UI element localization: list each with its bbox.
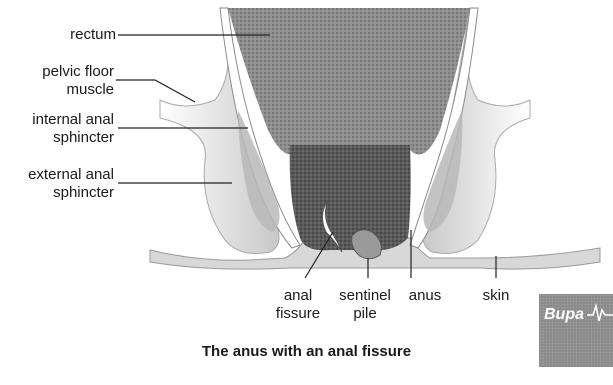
label-external-sphincter: external anal sphincter (6, 166, 114, 202)
label-external-line2: sphincter (6, 184, 114, 202)
label-sentinel-pile: sentinel pile (330, 287, 400, 323)
label-internal-line2: sphincter (6, 129, 114, 147)
anal-canal (290, 145, 411, 250)
label-skin: skin (474, 287, 518, 305)
label-fissure-line1: anal (268, 287, 328, 305)
label-anus: anus (400, 287, 450, 305)
label-sentinel-line2: pile (330, 305, 400, 323)
figure-caption: The anus with an anal fissure (0, 343, 613, 360)
rectum-body (228, 8, 470, 155)
label-pelvic-floor-line2: muscle (10, 81, 114, 99)
label-anal-fissure: anal fissure (268, 287, 328, 323)
label-rectum: rectum (40, 26, 116, 44)
label-internal-sphincter: internal anal sphincter (6, 111, 114, 147)
label-pelvic-floor: pelvic floor muscle (10, 63, 114, 99)
label-fissure-line2: fissure (268, 305, 328, 323)
label-internal-line1: internal anal (6, 111, 114, 129)
bupa-logo-text: Bupa (544, 306, 584, 324)
pelvic-floor-leader (116, 80, 195, 102)
label-pelvic-floor-line1: pelvic floor (10, 63, 114, 81)
heartbeat-line-icon (587, 302, 613, 324)
label-external-line1: external anal (6, 166, 114, 184)
label-sentinel-line1: sentinel (330, 287, 400, 305)
bupa-logo: Bupa (539, 294, 613, 367)
